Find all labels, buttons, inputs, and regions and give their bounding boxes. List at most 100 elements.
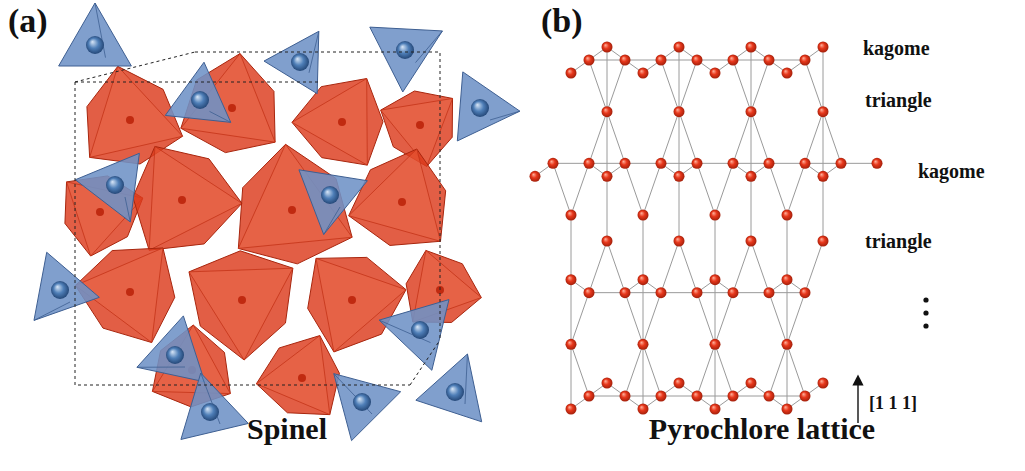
- bond: [607, 176, 608, 241]
- atom: [566, 339, 577, 350]
- atom: [674, 378, 685, 389]
- figure-caption: Spinel: [247, 414, 327, 444]
- atom: [656, 55, 667, 66]
- bond: [589, 60, 607, 112]
- pyrochlore-lattice: [530, 42, 883, 415]
- atom: [656, 287, 667, 298]
- panel-letter: (b): [541, 4, 583, 38]
- octahedron-face: [181, 54, 275, 143]
- octahedron: [292, 79, 383, 166]
- atom: [710, 274, 721, 285]
- octahedron-face: [256, 336, 329, 415]
- tetrahedral-atom: [51, 281, 69, 299]
- bond: [697, 293, 715, 345]
- figure-caption: Pyrochlore lattice: [649, 414, 875, 444]
- bond: [643, 293, 661, 345]
- bond: [715, 293, 733, 345]
- atom: [782, 67, 793, 78]
- layer-label: kagome: [918, 161, 985, 181]
- bond: [751, 112, 769, 164]
- atom: [728, 391, 739, 402]
- bond: [733, 60, 751, 112]
- bond: [607, 241, 625, 293]
- bond: [733, 241, 751, 293]
- atom: [566, 67, 577, 78]
- octahedron: [256, 336, 339, 415]
- tetrahedral-atom: [191, 91, 209, 109]
- bond: [589, 241, 607, 293]
- octahedron: [308, 257, 406, 352]
- atom: [764, 158, 775, 169]
- bond: [697, 344, 715, 396]
- bond: [787, 280, 788, 345]
- tetrahedral-atom: [446, 383, 464, 401]
- bond: [607, 112, 608, 177]
- bond: [661, 241, 679, 293]
- atom: [530, 171, 541, 182]
- atom: [728, 287, 739, 298]
- atom: [764, 55, 775, 66]
- bond: [787, 163, 805, 215]
- atom: [818, 106, 829, 117]
- atom: [692, 158, 703, 169]
- bond: [715, 344, 733, 396]
- octahedron: [349, 149, 446, 245]
- tetrahedron-edge: [34, 302, 70, 320]
- tetrahedron: [299, 170, 367, 235]
- atom: [746, 106, 757, 117]
- bond: [661, 60, 679, 112]
- octahedral-site: [288, 206, 296, 214]
- atom: [818, 235, 829, 246]
- atom: [782, 403, 793, 414]
- octahedron: [133, 146, 242, 250]
- bond: [787, 215, 788, 280]
- layer-label: kagome: [863, 38, 930, 58]
- bond: [823, 176, 824, 241]
- atom: [800, 158, 811, 169]
- bond: [823, 112, 841, 164]
- unit-cell-outline: [75, 52, 440, 385]
- atom: [836, 158, 847, 169]
- octahedral-site: [398, 198, 406, 206]
- atom: [764, 287, 775, 298]
- tetrahedron: [75, 153, 139, 222]
- tetrahedron-edge: [334, 374, 372, 414]
- octahedral-site: [238, 296, 246, 304]
- atom: [584, 158, 595, 169]
- octahedron-face: [316, 258, 406, 352]
- atom: [638, 67, 649, 78]
- atom: [818, 171, 829, 182]
- tetrahedron: [416, 354, 482, 422]
- bond: [553, 163, 571, 215]
- bond: [697, 163, 715, 215]
- atom: [548, 158, 559, 169]
- continuation-dots: [923, 297, 928, 328]
- octahedron-face: [238, 144, 352, 248]
- bond: [805, 241, 823, 293]
- tetrahedron-edge: [210, 111, 231, 122]
- tetrahedral-atom: [396, 41, 414, 59]
- bond: [607, 60, 625, 112]
- bond: [679, 176, 680, 241]
- bond: [751, 60, 769, 112]
- tetrahedron-edge: [324, 207, 340, 234]
- tetrahedral-atom: [471, 99, 489, 117]
- tetrahedron-edge: [201, 373, 220, 424]
- bond: [769, 344, 787, 396]
- tetrahedral-atom: [321, 186, 339, 204]
- atom: [638, 339, 649, 350]
- atom: [782, 339, 793, 350]
- tetrahedron-edge: [125, 197, 130, 222]
- tetrahedron: [264, 31, 319, 93]
- atom: [746, 171, 757, 182]
- bond: [751, 47, 752, 112]
- atom: [602, 171, 613, 182]
- atom: [656, 158, 667, 169]
- atom: [638, 210, 649, 221]
- bond: [679, 112, 680, 177]
- atom: [692, 287, 703, 298]
- atom: [602, 378, 613, 389]
- tetrahedral-atom: [291, 53, 309, 71]
- atom: [584, 55, 595, 66]
- atom: [746, 42, 757, 53]
